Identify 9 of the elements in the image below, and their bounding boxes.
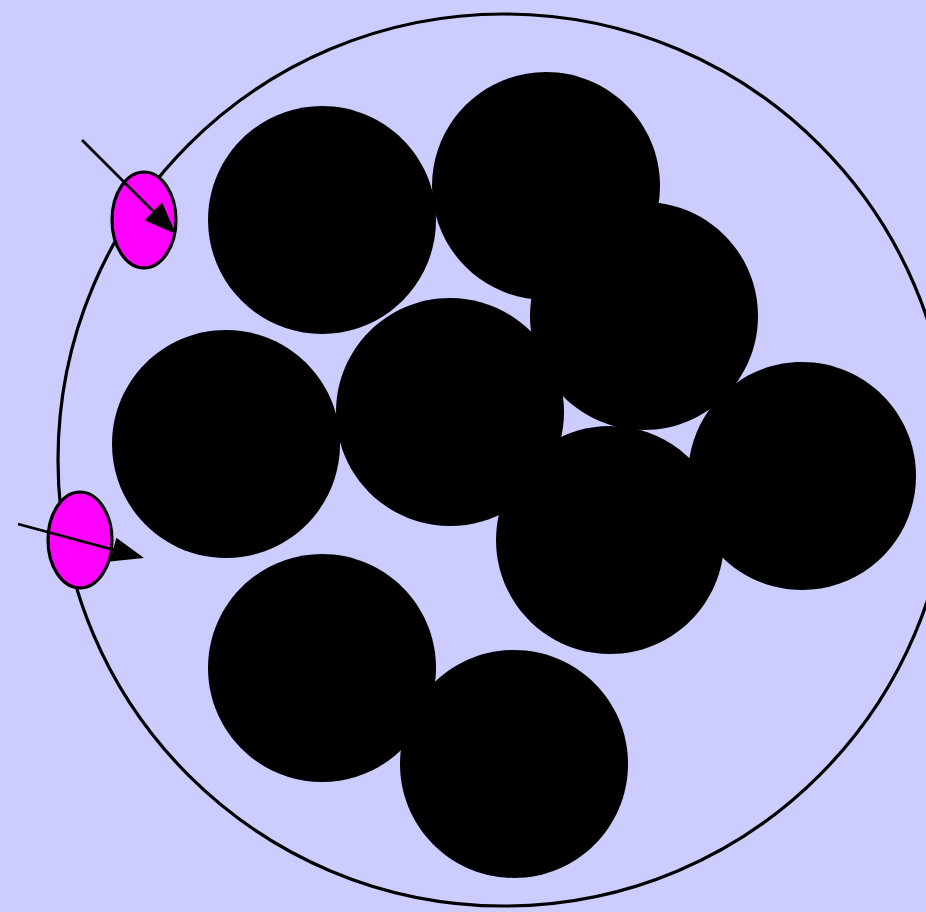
particle-disc [112,330,340,558]
particle-disc [496,426,724,654]
particle-disc [530,202,758,430]
particle-disc [336,298,564,526]
port-ellipse [46,490,114,590]
particle-disc [688,362,916,590]
particle-disc [400,650,628,878]
particle-disc [208,554,436,782]
particle-disc [208,106,436,334]
